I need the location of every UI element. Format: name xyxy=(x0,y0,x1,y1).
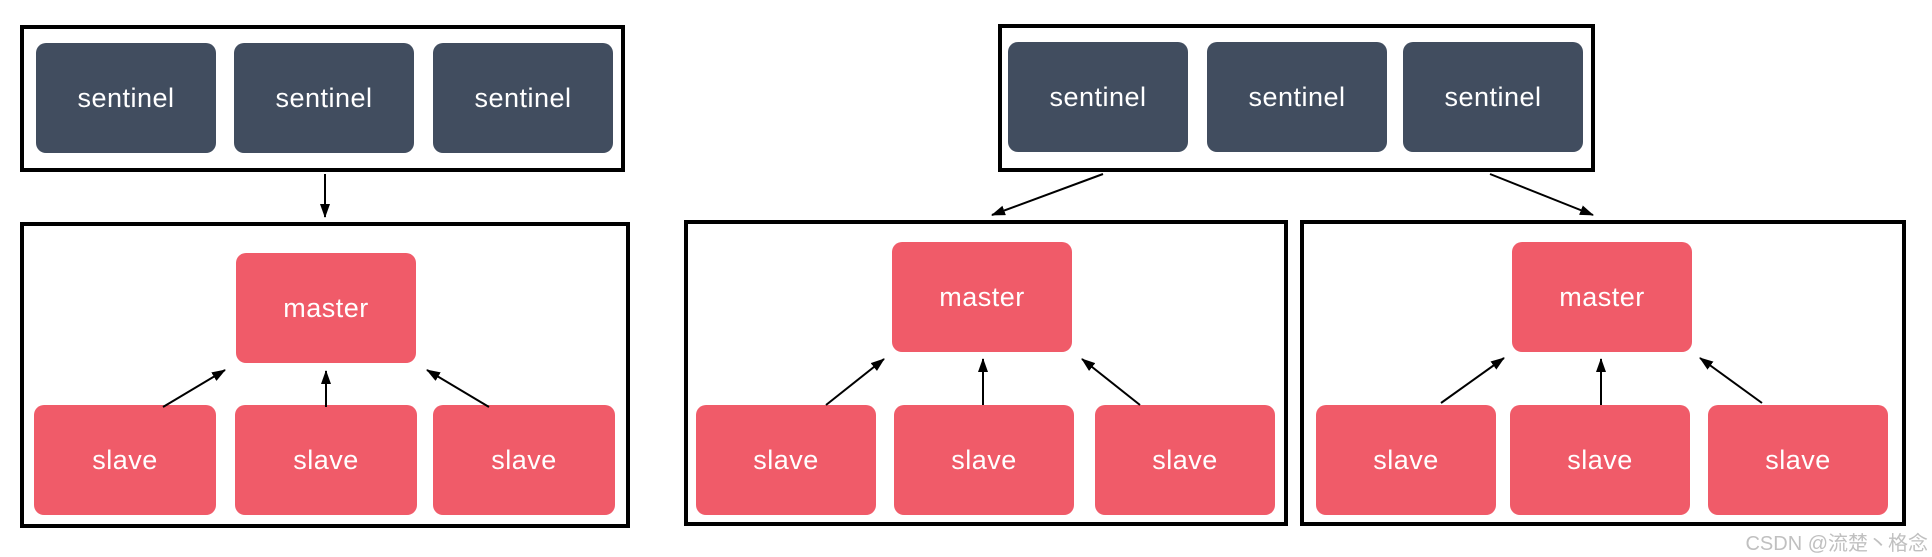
replica-set-left: master slave slave slave xyxy=(20,222,630,528)
sentinel-group-right: sentinel sentinel sentinel xyxy=(998,24,1595,172)
sentinel-group-left: sentinel sentinel sentinel xyxy=(20,25,625,172)
slave-node: slave xyxy=(696,405,876,515)
replica-set-right: master slave slave slave xyxy=(1300,220,1906,526)
master-node: master xyxy=(236,253,416,363)
slave-node: slave xyxy=(1708,405,1888,515)
sentinel-node: sentinel xyxy=(433,43,613,153)
slave-node: slave xyxy=(1095,405,1275,515)
master-node: master xyxy=(1512,242,1692,352)
slave-node: slave xyxy=(1510,405,1690,515)
sentinel-node: sentinel xyxy=(1207,42,1387,152)
slave-node: slave xyxy=(433,405,615,515)
sentinel-node: sentinel xyxy=(234,43,414,153)
slave-node: slave xyxy=(894,405,1074,515)
sentinel-node: sentinel xyxy=(36,43,216,153)
arrow-sentinels-to-right-replica-set xyxy=(1489,173,1594,216)
master-node: master xyxy=(892,242,1072,352)
slave-node: slave xyxy=(1316,405,1496,515)
sentinel-node: sentinel xyxy=(1403,42,1583,152)
sentinel-node: sentinel xyxy=(1008,42,1188,152)
slave-node: slave xyxy=(34,405,216,515)
arrow-sentinels-to-middle-replica-set xyxy=(991,173,1104,216)
replica-set-middle: master slave slave slave xyxy=(684,220,1288,526)
slave-node: slave xyxy=(235,405,417,515)
csdn-watermark: CSDN @流楚丶格念 xyxy=(1745,533,1928,555)
